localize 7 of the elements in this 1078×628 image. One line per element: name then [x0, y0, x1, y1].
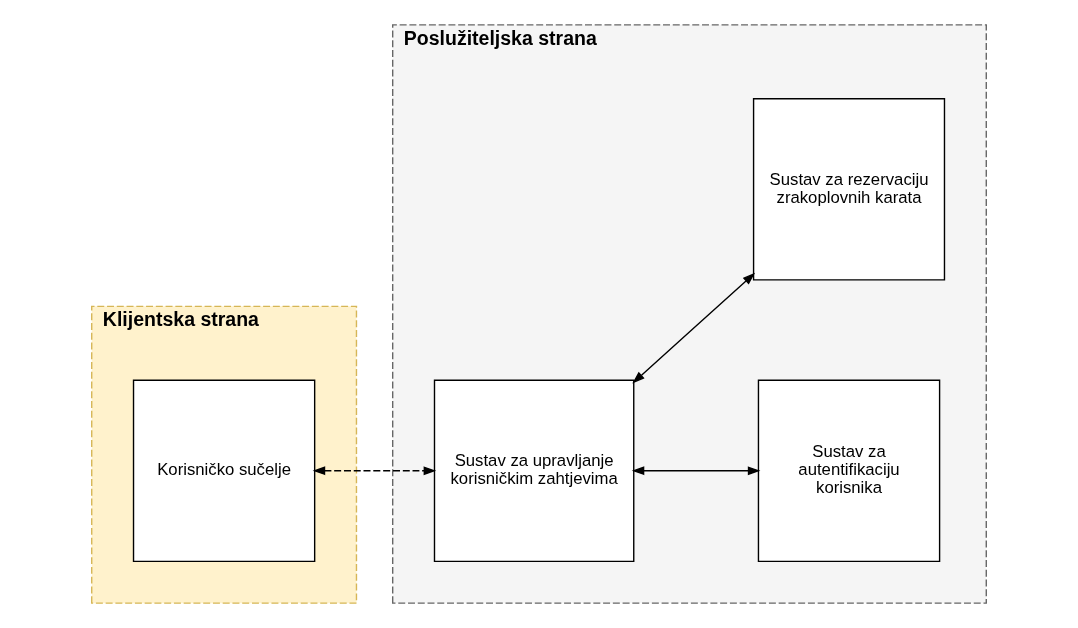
arrow	[631, 466, 761, 476]
arrow	[312, 466, 437, 476]
arrow	[632, 272, 756, 384]
node-box: Sustav za upravljanje korisničkim zahtjevima	[433, 379, 635, 563]
node-box: Sustav za autentifikaciju korisnika	[757, 379, 941, 563]
node-box: Sustav za rezervaciju zrakoplovnih karata	[752, 98, 946, 281]
node-box: Korisničko sučelje	[132, 379, 316, 563]
